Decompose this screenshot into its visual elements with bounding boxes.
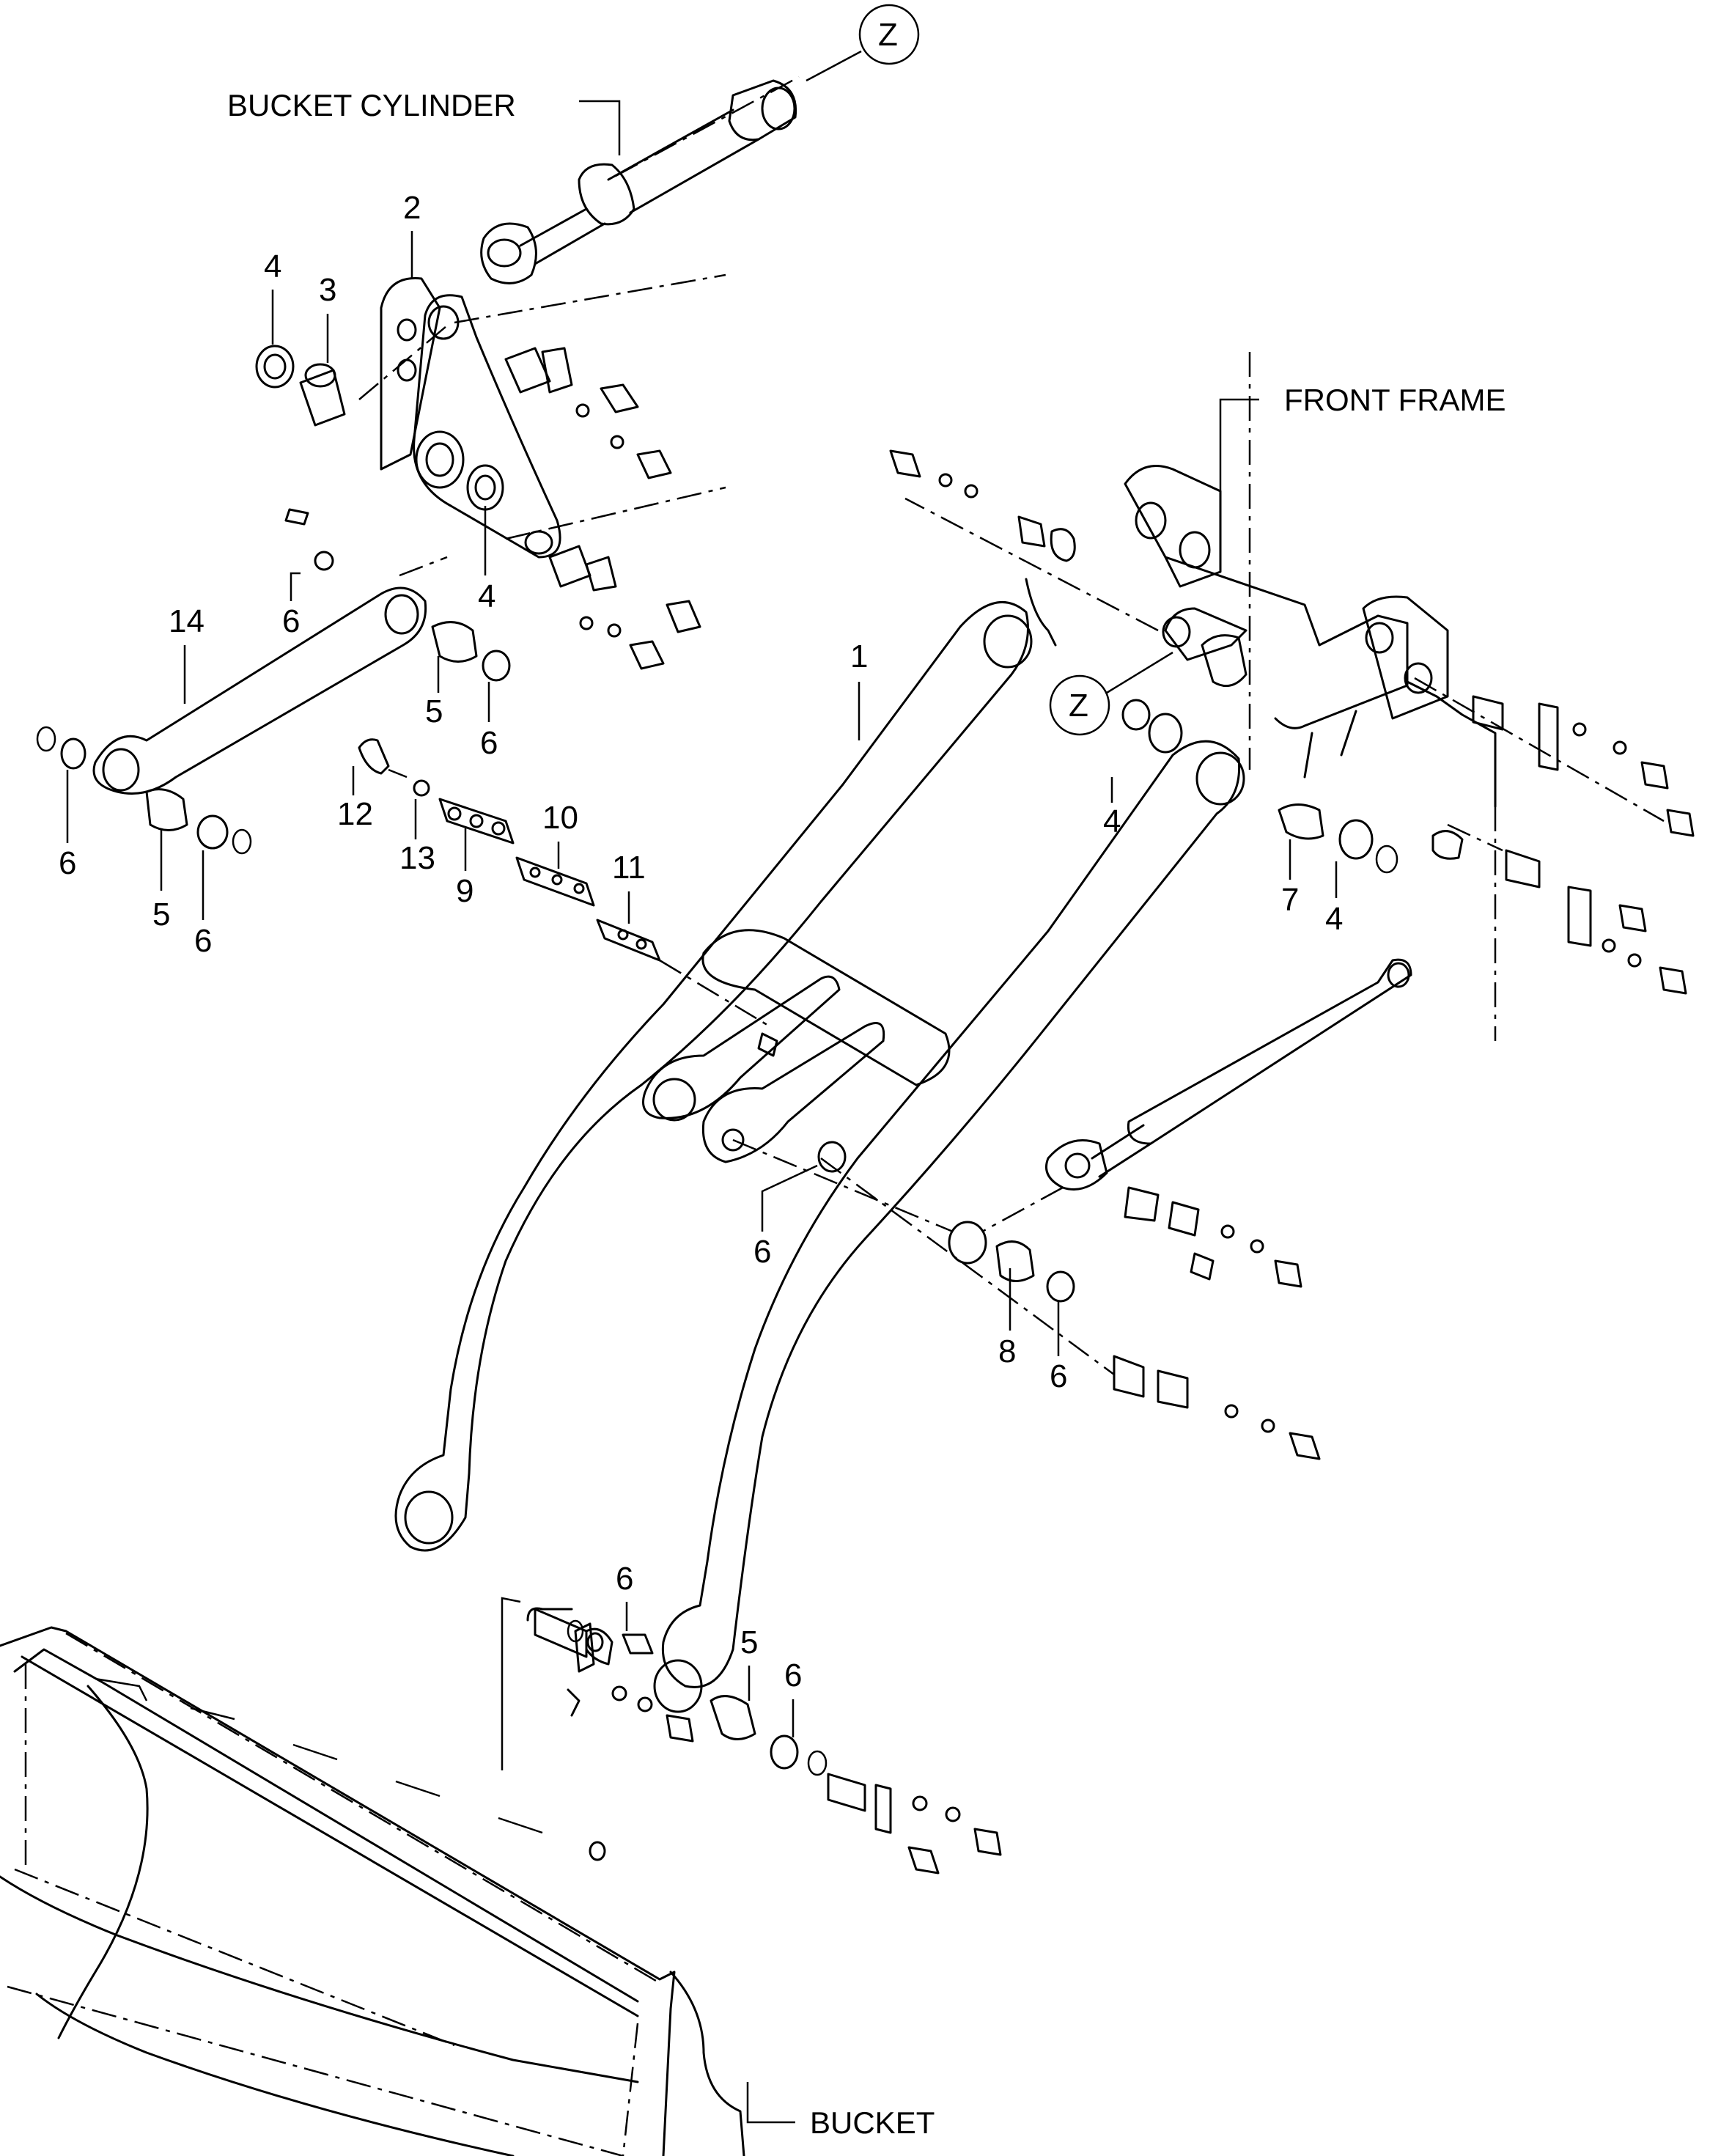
callout-5-link-top: 5 bbox=[425, 693, 443, 729]
front-frame bbox=[904, 352, 1665, 1041]
callout-6-link-pin: 6 bbox=[282, 603, 300, 639]
callout-11: 11 bbox=[612, 850, 646, 886]
callout-1: 1 bbox=[850, 639, 868, 674]
label-front-frame: FRONT FRAME bbox=[1284, 383, 1506, 417]
label-bucket-cylinder: BUCKET CYLINDER bbox=[227, 88, 516, 122]
callout-6-link-bottom: 6 bbox=[194, 923, 212, 959]
lift-arms-part-1 bbox=[394, 600, 1245, 1713]
label-bucket: BUCKET bbox=[810, 2105, 935, 2140]
callout-5-link-bottom: 5 bbox=[152, 897, 170, 932]
callout-5-arm-bottom: 5 bbox=[740, 1625, 758, 1660]
callout-4-bellcrank: 4 bbox=[478, 578, 495, 614]
bucket-cylinder bbox=[480, 76, 800, 284]
callout-9: 9 bbox=[456, 873, 473, 909]
bellcrank-fasteners bbox=[255, 273, 726, 670]
lift-cylinder bbox=[981, 958, 1412, 1233]
callout-8: 8 bbox=[998, 1333, 1016, 1369]
callout-13: 13 bbox=[399, 840, 435, 876]
frame-fasteners bbox=[889, 449, 1695, 995]
detail-z-circle-frame bbox=[1049, 674, 1110, 736]
callout-6-cross-tube: 6 bbox=[753, 1234, 771, 1270]
callout-4-frame-left: 4 bbox=[1103, 803, 1121, 839]
callout-3: 3 bbox=[319, 272, 336, 308]
bucket-fasteners bbox=[501, 1597, 1002, 1874]
callout-6-lift-cylinder: 6 bbox=[1050, 1358, 1067, 1394]
callout-6-link-washer: 6 bbox=[480, 725, 498, 761]
assembly-labels: BUCKET CYLINDER FRONT FRAME BUCKET Z Z bbox=[227, 4, 1506, 2140]
callout-6-arm-right: 6 bbox=[784, 1658, 802, 1693]
part-callouts: 1 2 3 4 4 4 4 5 5 5 6 6 6 6 6 6 6 bbox=[59, 190, 1343, 1737]
detail-z-label-frame: Z bbox=[1069, 688, 1088, 724]
callout-10: 10 bbox=[542, 800, 578, 836]
detail-z-label-top: Z bbox=[878, 17, 898, 53]
callout-12: 12 bbox=[337, 796, 373, 832]
callout-7: 7 bbox=[1281, 882, 1299, 918]
callout-6-link-end: 6 bbox=[59, 845, 76, 881]
detail-z-circle-top bbox=[858, 4, 920, 65]
callout-4-top: 4 bbox=[264, 249, 281, 284]
arm-fasteners bbox=[732, 1138, 1321, 1460]
callout-14: 14 bbox=[169, 603, 204, 639]
callout-2: 2 bbox=[403, 190, 421, 226]
bucket bbox=[0, 1626, 745, 2156]
callout-6-arm-left: 6 bbox=[616, 1561, 633, 1597]
linkage-plates bbox=[358, 738, 778, 1057]
callout-4-frame-right: 4 bbox=[1325, 901, 1343, 937]
link-part-14 bbox=[36, 586, 511, 855]
